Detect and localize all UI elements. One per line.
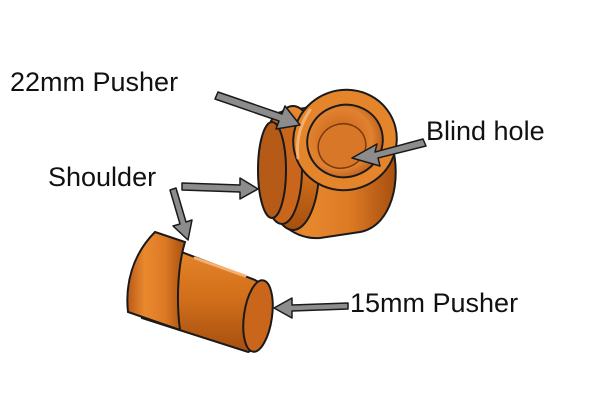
label-15mm-pusher: 15mm Pusher <box>350 288 519 318</box>
arrow-shoulder-right <box>181 177 259 200</box>
label-blind-hole: Blind hole <box>426 116 545 146</box>
arrow-shoulder-down <box>169 187 193 241</box>
pusher-15mm-shape <box>126 230 274 354</box>
pusher-22mm-shape <box>257 88 398 240</box>
arrow-15mm-pusher <box>273 297 349 319</box>
label-shoulder: Shoulder <box>48 162 157 192</box>
arrow-blind-hole <box>351 138 427 167</box>
arrow-22mm-pusher <box>214 91 301 130</box>
label-22mm-pusher: 22mm Pusher <box>10 67 179 97</box>
